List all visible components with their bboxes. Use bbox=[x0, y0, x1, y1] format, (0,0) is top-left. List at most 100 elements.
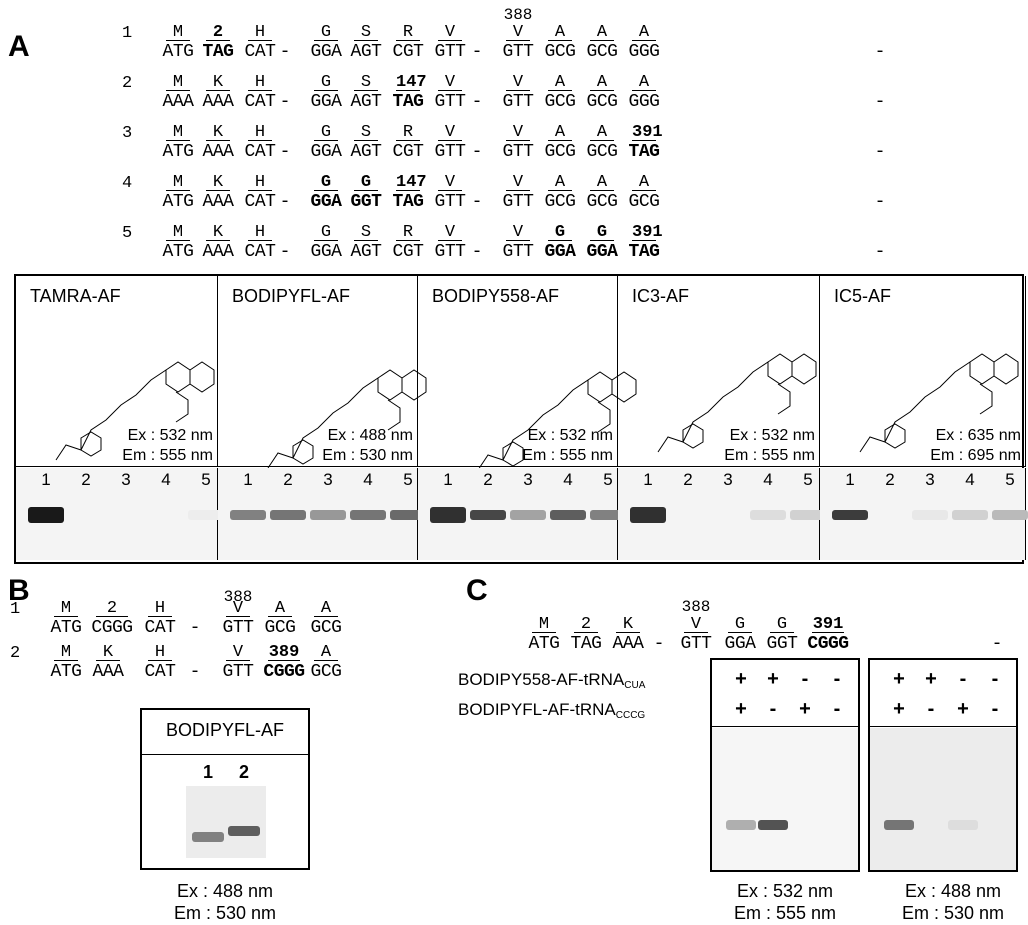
excitation-wavelength: Ex : 532 nm bbox=[127, 427, 213, 444]
nucleotide-codon: GTT bbox=[434, 142, 466, 162]
nucleotide-codon: AAA bbox=[92, 662, 124, 682]
nucleotide-codon: GCG bbox=[586, 142, 618, 162]
emission-wavelength: Em : 555 nm bbox=[724, 447, 815, 464]
nucleotide-codon: AGT bbox=[350, 92, 382, 112]
nucleotide-codon: AAA bbox=[202, 192, 234, 212]
dye-name: BODIPY558-AF bbox=[432, 286, 560, 306]
structure-bond bbox=[377, 369, 403, 401]
amino-acid: G bbox=[314, 174, 338, 191]
nucleotide-codon: GGT bbox=[766, 634, 798, 654]
amino-acid: 2 bbox=[574, 616, 598, 633]
ellipsis-dash: - bbox=[279, 192, 291, 212]
amino-acid: 391 bbox=[812, 615, 844, 634]
amino-acid: A bbox=[632, 24, 656, 41]
nucleotide-codon: GTT bbox=[502, 192, 534, 212]
nucleotide-codon: CAT bbox=[244, 192, 276, 212]
amino-acid: V bbox=[438, 24, 462, 41]
panel-c-ex-1: Ex : 532 nm bbox=[736, 881, 834, 901]
nucleotide-codon: CAT bbox=[244, 242, 276, 262]
nucleotide-codon: GGA bbox=[310, 242, 342, 262]
nucleotide-codon: CGGG bbox=[807, 634, 849, 654]
amino-acid: H bbox=[148, 600, 172, 617]
ellipsis-dash: - bbox=[874, 92, 886, 112]
gel-band bbox=[630, 507, 666, 523]
nucleotide-codon: GCG bbox=[544, 92, 576, 112]
structure-bond bbox=[682, 423, 704, 449]
lane-number: 1 bbox=[202, 762, 213, 782]
dye-name: IC5-AF bbox=[834, 286, 892, 306]
nucleotide-codon: CGT bbox=[392, 242, 424, 262]
lane-number: 2 bbox=[885, 470, 895, 489]
nucleotide-codon: CAT bbox=[244, 42, 276, 62]
gel-band bbox=[230, 510, 266, 520]
panel-c-label-bodipyfl: BODIPYFL-AF-tRNACCCG bbox=[458, 700, 645, 721]
amino-acid: 147 bbox=[396, 173, 427, 192]
gel-band bbox=[832, 510, 868, 520]
nucleotide-codon: GCG bbox=[544, 192, 576, 212]
sign-row-2: + bbox=[735, 698, 747, 720]
amino-acid: G bbox=[354, 174, 378, 191]
nucleotide-codon: CGGG bbox=[91, 618, 133, 638]
structure-bond bbox=[791, 353, 817, 385]
structure-bond bbox=[611, 371, 637, 403]
gel-band bbox=[310, 510, 346, 520]
amino-acid: G bbox=[314, 74, 338, 91]
sign-row-2: - bbox=[833, 698, 841, 720]
nucleotide-codon: GTT bbox=[502, 242, 534, 262]
emission-wavelength: Em : 555 nm bbox=[522, 447, 613, 464]
gel-band bbox=[758, 820, 788, 830]
nucleotide-codon: CAT bbox=[144, 662, 176, 682]
amino-acid: V bbox=[226, 600, 250, 617]
structure-bond bbox=[587, 371, 613, 403]
structure-bond bbox=[767, 353, 793, 385]
amino-acid: H bbox=[248, 174, 272, 191]
nucleotide-codon: AGT bbox=[350, 42, 382, 62]
amino-acid: A bbox=[268, 600, 292, 617]
gel-band bbox=[884, 820, 914, 830]
lane-number: 2 bbox=[283, 470, 293, 489]
amino-acid: G bbox=[590, 224, 614, 241]
row-number: 4 bbox=[122, 174, 133, 193]
amino-acid: M bbox=[54, 644, 78, 661]
panel-c-em-1: Em : 555 nm bbox=[733, 903, 837, 923]
structure-bond bbox=[165, 361, 191, 393]
ellipsis-dash: - bbox=[471, 42, 483, 62]
panel-b-ex: Ex : 488 nm bbox=[176, 881, 274, 901]
amino-acid: R bbox=[396, 24, 420, 41]
panel-c-gel-1: +++--+-- bbox=[710, 658, 860, 872]
amino-acid: R bbox=[396, 124, 420, 141]
amino-acid: V bbox=[226, 644, 250, 661]
panel-label-b: B bbox=[8, 574, 30, 607]
amino-acid: R bbox=[396, 224, 420, 241]
lane-number: 3 bbox=[323, 470, 333, 489]
gel-background bbox=[186, 786, 266, 858]
nucleotide-codon: GCG bbox=[544, 42, 576, 62]
structure-bond bbox=[80, 431, 102, 457]
panel-b-dye-name: BODIPYFL-AF bbox=[165, 720, 285, 740]
amino-acid: A bbox=[632, 74, 656, 91]
lane-number: 3 bbox=[121, 470, 131, 489]
nucleotide-codon: GCG bbox=[586, 192, 618, 212]
nucleotide-codon: GCG bbox=[310, 618, 342, 638]
amino-acid: 147 bbox=[396, 73, 427, 92]
